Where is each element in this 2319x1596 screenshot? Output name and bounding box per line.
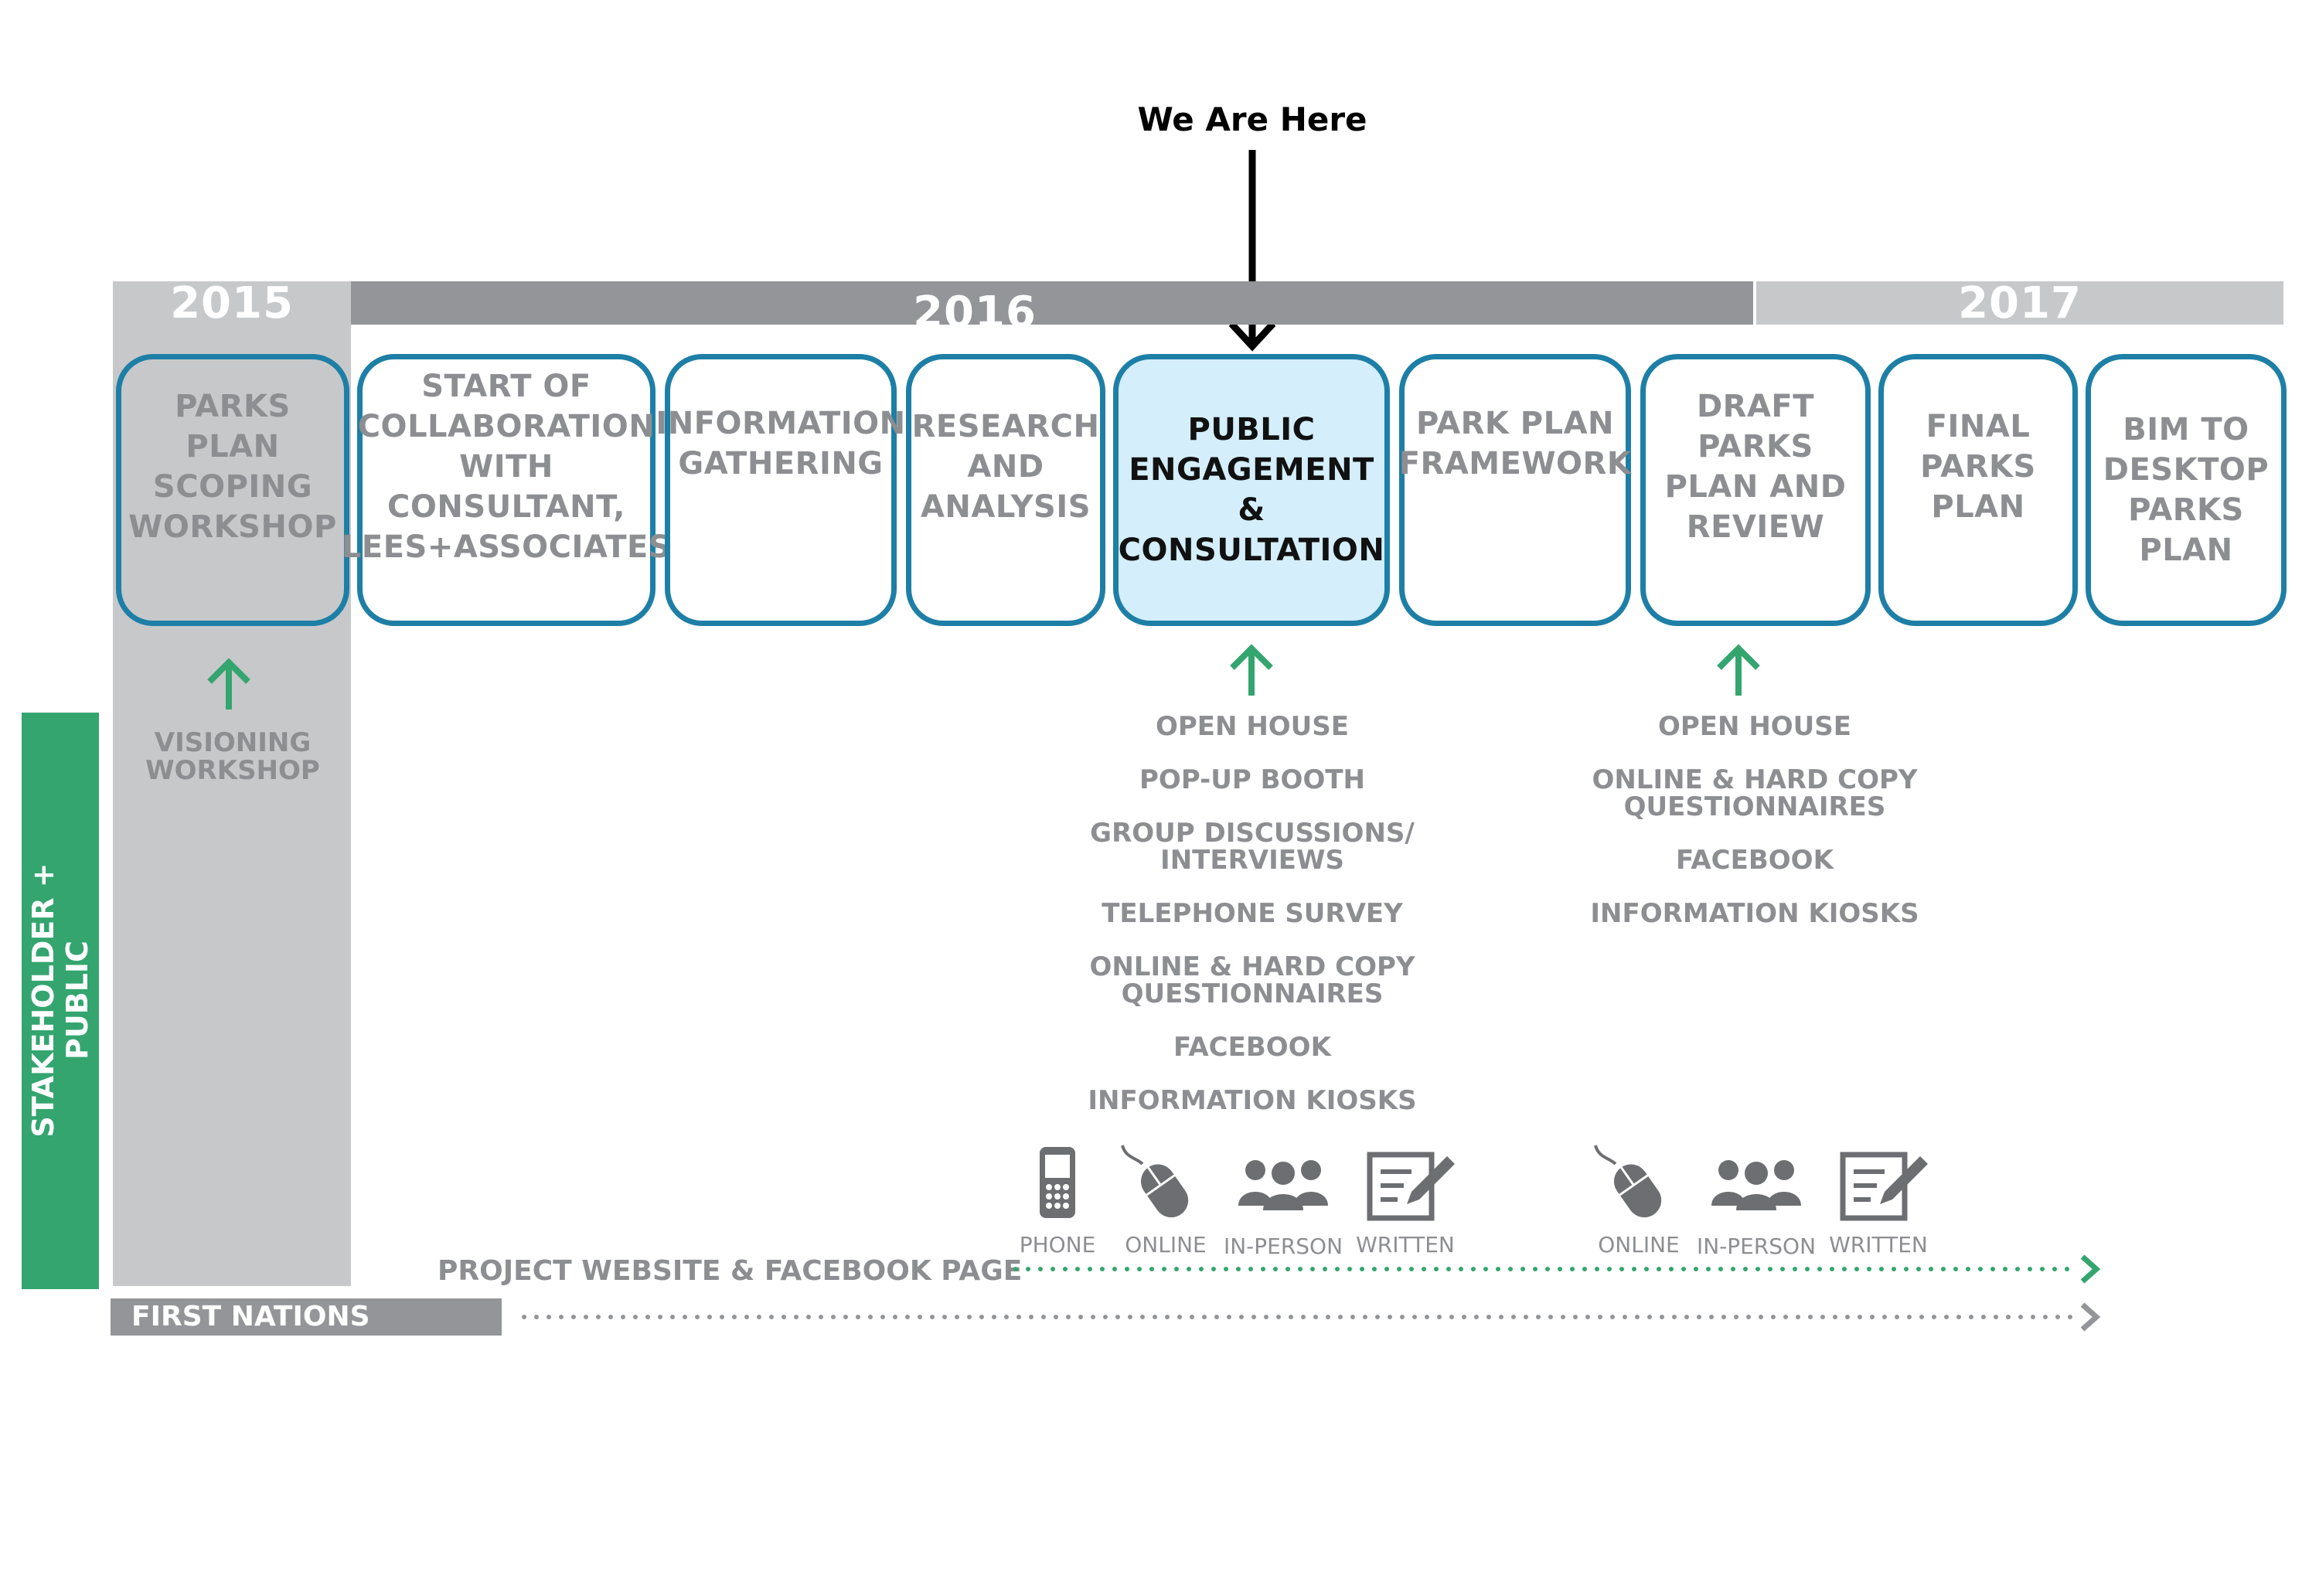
first-nations-label: FIRST NATIONS [131,1301,370,1332]
channel-label: PHONE [1019,1232,1096,1257]
stage-collaboration: START OF COLLABORATION WITH CONSULTANT, … [342,354,671,626]
channel-label: IN-PERSON [1696,1234,1817,1259]
stage-label: PUBLIC ENGAGEMENT & CONSULTATION [1118,412,1385,568]
activity-item: ONLINE & HARD COPY QUESTIONNAIRES [1089,951,1415,1009]
year-2015-bar: 2015 [113,277,351,328]
stage-final-parks-plan: FINAL PARKS PLAN [1878,354,2078,626]
stage-label: RESEARCH AND ANALYSIS [911,409,1100,525]
year-2016-bar: 2016 [351,281,1753,338]
stage-bim-desktop-plan: BIM TO DESKTOP PARKS PLAN [2086,354,2287,626]
written-form-icon [1840,1152,1928,1221]
stage-label: BIM TO DESKTOP PARKS PLAN [2103,412,2270,568]
people-icon [1711,1160,1801,1210]
activity-item: GROUP DISCUSSIONS/ INTERVIEWS [1090,818,1415,876]
stage-label: START OF COLLABORATION WITH CONSULTANT, … [341,369,672,565]
project-website-label: PROJECT WEBSITE & FACEBOOK PAGE [438,1255,1023,1287]
year-2016-label: 2016 [913,287,1037,338]
channel-label: ONLINE [1598,1232,1680,1257]
people-icon [1238,1160,1328,1210]
stage-label: PARKS PLAN SCOPING WORKSHOP [128,389,337,545]
first-nations-bar [111,1298,502,1336]
mouse-icon [1594,1145,1662,1218]
stage-public-engagement: PUBLIC ENGAGEMENT & CONSULTATION [1113,354,1390,626]
stage-scoping-workshop: PARKS PLAN SCOPING WORKSHOP [116,354,349,626]
activity-item: TELEPHONE SURVEY [1102,898,1403,929]
channel-label: ONLINE [1125,1232,1207,1257]
year-2015-label: 2015 [170,277,294,328]
stage-park-plan-framework: PARK PLAN FRAMEWORK [1399,354,1631,626]
phone-icon [1040,1147,1075,1218]
channel-label: WRITTEN [1829,1232,1928,1257]
engagement-arrow-icon [1230,644,1273,696]
visioning-workshop-label: VISIONING WORKSHOP [145,727,320,786]
stage-label: INFORMATION GATHERING [656,406,906,482]
engagement-activities-list: OPEN HOUSE POP-UP BOOTH GROUP DISCUSSION… [1067,713,1438,1141]
stage-label: DRAFT PARKS PLAN AND REVIEW [1664,389,1847,545]
stage-label: PARK PLAN FRAMEWORK [1398,406,1632,482]
activity-item: INFORMATION KIOSKS [1590,898,1919,929]
stage-draft-plan-review: DRAFT PARKS PLAN AND REVIEW [1640,354,1871,626]
review-arrow-icon [1717,644,1760,696]
year-2017-label: 2017 [1958,277,2082,328]
stage-research-analysis: RESEARCH AND ANALYSIS [906,354,1105,626]
activity-item: POP-UP BOOTH [1139,764,1365,795]
written-form-icon [1367,1152,1455,1221]
stage-information-gathering: INFORMATION GATHERING [656,354,905,626]
stage-label: FINAL PARKS PLAN [1920,409,2036,525]
year-2017-bar: 2017 [1756,277,2283,328]
channel-label: IN-PERSON [1223,1234,1343,1259]
first-nations-timeline-arrow [522,1302,2101,1332]
activity-item: OPEN HOUSE [1155,711,1350,742]
website-timeline-arrow [1013,1254,2101,1284]
stakeholder-public-label: STAKEHOLDER + PUBLIC [26,863,94,1138]
activity-item: ONLINE & HARD COPY QUESTIONNAIRES [1592,764,1918,822]
activity-item: OPEN HOUSE [1657,711,1852,742]
activity-item: FACEBOOK [1676,845,1834,876]
review-activities-list: OPEN HOUSE ONLINE & HARD COPY QUESTIONNA… [1569,713,1940,954]
we-are-here-label: We Are Here [1137,100,1367,138]
stakeholder-public-bar [22,713,99,1289]
activity-item: INFORMATION KIOSKS [1088,1085,1417,1116]
visioning-arrow-icon [207,658,250,710]
mouse-icon [1121,1145,1189,1218]
activity-item: FACEBOOK [1173,1032,1331,1063]
channel-label: WRITTEN [1356,1232,1455,1257]
